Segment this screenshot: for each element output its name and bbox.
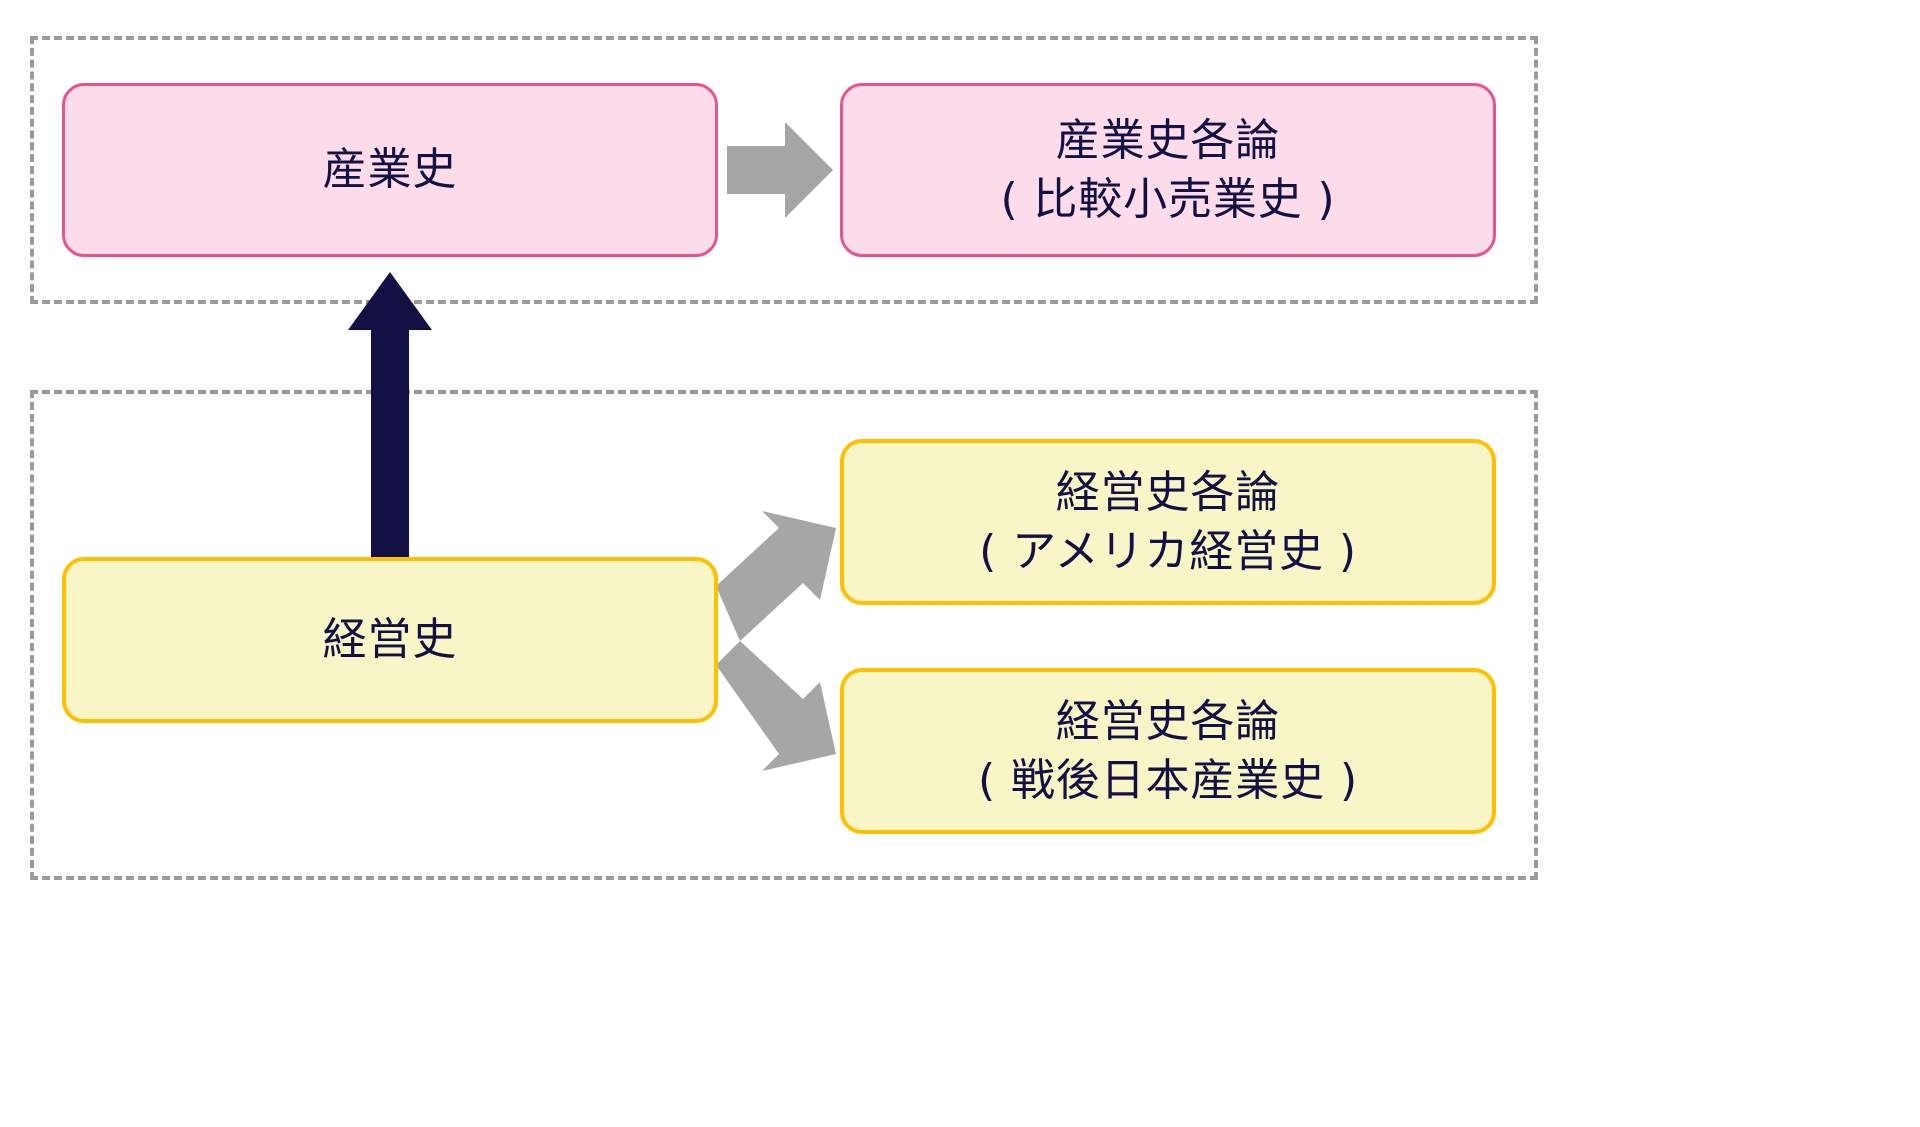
node-industry-history[interactable]: 産業史: [62, 83, 718, 257]
industry-history-group-frame: [30, 36, 1538, 304]
node-management-history[interactable]: 経営史: [62, 557, 718, 723]
node-industry-history-detail[interactable]: 産業史各論 ( 比較小売業史 ): [840, 83, 1496, 257]
management-history-group-frame: [30, 390, 1538, 880]
node-management-history-detail-america[interactable]: 経営史各論 ( アメリカ経営史 ): [840, 439, 1496, 605]
node-management-history-detail-postwar[interactable]: 経営史各論 ( 戦後日本産業史 ): [840, 668, 1496, 834]
